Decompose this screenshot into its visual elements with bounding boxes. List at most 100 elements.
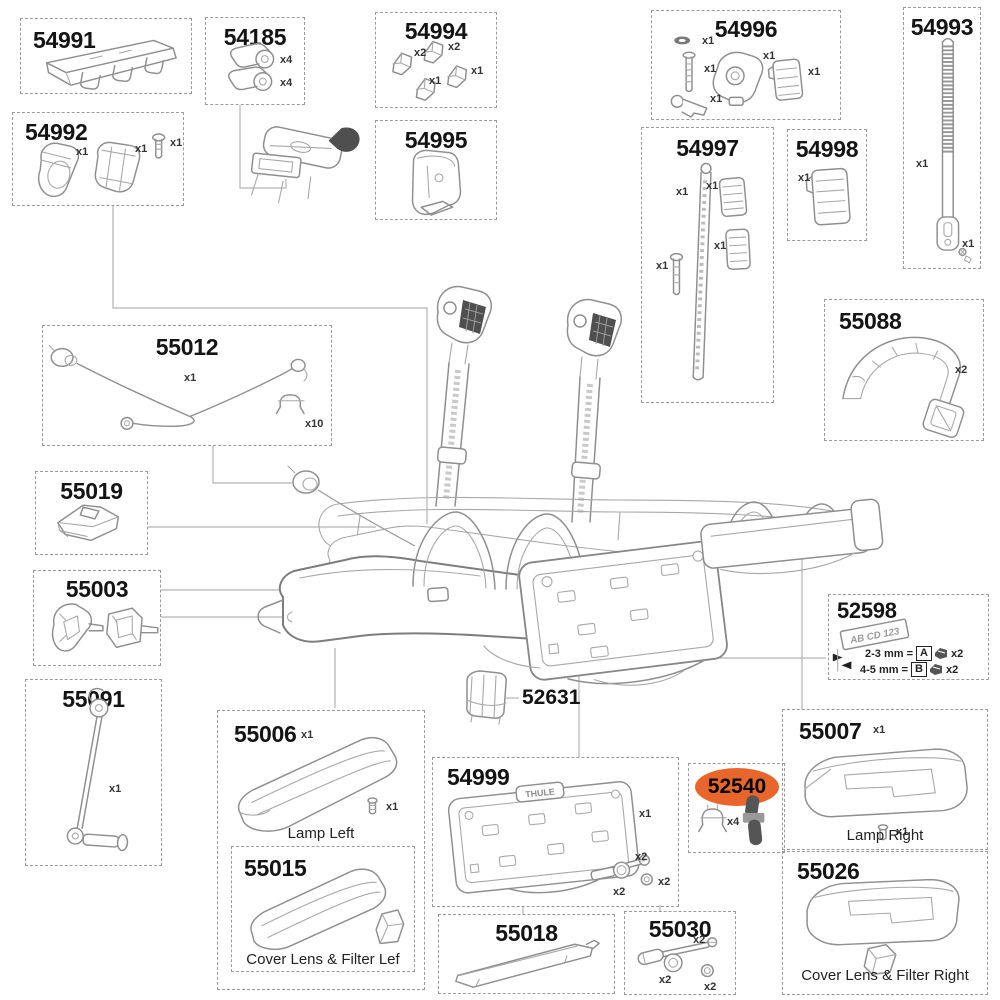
quantity-label: x1 <box>301 729 314 741</box>
quantity-label: x2 <box>613 886 626 898</box>
part-number: 55015 <box>244 855 307 881</box>
part-number: 54993 <box>910 14 974 40</box>
clip-icon <box>934 647 947 659</box>
part-caption: Lamp Right <box>846 827 924 844</box>
tensioner-kit-icon <box>669 162 751 381</box>
part-box-54996[interactable]: 54996 x1 x1 x1 x1 x1 <box>651 10 841 120</box>
part-box-55091[interactable]: 55091 x1 <box>25 679 162 866</box>
quantity-label: x1 <box>76 146 89 158</box>
quantity-label: x10 <box>305 418 324 430</box>
quantity-label: x1 <box>429 75 442 87</box>
thickness-label: 4-5 mm = <box>860 663 908 676</box>
quantity-label: x1 <box>916 158 929 170</box>
cable-kit-icon <box>48 345 308 431</box>
bolt-icon <box>590 861 631 881</box>
part-box-54185[interactable]: 54185 x4 x4 <box>205 17 305 105</box>
grill-part-icon <box>805 167 851 226</box>
quantity-label: x2 <box>414 47 427 59</box>
jaw-pad-kit-icon <box>37 133 166 198</box>
part-box-55007[interactable]: 55007 x1 x1 Lamp Right <box>782 709 988 850</box>
part-number: 54998 <box>795 136 859 162</box>
quantity-label: x1 <box>676 186 689 198</box>
part-box-55088[interactable]: 55088 x2 <box>824 299 984 441</box>
filter-part-icon <box>375 909 405 945</box>
lock-knob-kit-icon <box>670 36 804 118</box>
part-number: 55026 <box>797 858 860 884</box>
strap-part-icon <box>936 37 972 264</box>
quantity-label: x1 <box>714 240 727 252</box>
arch-handle-icon <box>842 336 965 438</box>
plate-frame-icon: THULE <box>447 781 653 894</box>
part-number: 55006 <box>234 721 297 747</box>
quantity-label: x1 <box>873 724 886 736</box>
washer-icon <box>700 963 714 978</box>
part-number: 54991 <box>33 27 96 53</box>
thickness-label: 2-3 mm = <box>865 647 913 660</box>
quantity-label: x4 <box>280 77 293 89</box>
part-box-55026[interactable]: 55026 Cover Lens & Filter Right <box>782 851 988 995</box>
plate-thickness-row: 2-3 mm = A x2 <box>865 646 963 661</box>
part-box-54999[interactable]: 54999 THULE <box>432 757 679 907</box>
quantity-label: x1 <box>386 801 399 813</box>
quantity-label: x1 <box>808 66 821 78</box>
rail-part-icon <box>45 39 177 90</box>
quantity-label: x2 <box>950 647 964 660</box>
highlight-badge: 52540 <box>695 768 779 806</box>
part-box-52540[interactable]: 52540 x4 <box>688 763 785 853</box>
part-box-52598[interactable]: 52598 AB CD 123 2-3 mm = A x2 4-5 mm = B… <box>828 594 989 680</box>
thickness-arrow-icon <box>841 661 852 670</box>
basket-part-icon <box>466 670 507 725</box>
washer-icon <box>640 873 653 886</box>
part-box-54997[interactable]: 54997 x1 x1 x1 x1 <box>641 127 774 403</box>
quantity-label: x1 <box>170 137 183 149</box>
part-box-55003[interactable]: 55003 <box>33 570 161 666</box>
quantity-label: x1 <box>184 372 197 384</box>
part-number: 55018 <box>495 920 558 946</box>
quantity-label: x4 <box>727 816 740 828</box>
part-box-54998[interactable]: 54998 x1 <box>787 129 867 241</box>
quantity-label: x1 <box>471 65 484 77</box>
part-box-54995[interactable]: 54995 <box>375 120 497 220</box>
part-box-54993[interactable]: 54993 x1 x1 <box>903 7 981 269</box>
part-box-55006[interactable]: 55006 x1 x1 Lamp Left 55015 <box>217 710 425 990</box>
part-number-52631[interactable]: 52631 <box>522 686 581 709</box>
quantity-label: x1 <box>798 172 811 184</box>
part-number: 55030 <box>648 916 712 942</box>
quantity-label: x1 <box>135 143 148 155</box>
quantity-label: x2 <box>448 41 461 53</box>
quantity-label: x2 <box>658 876 671 888</box>
part-box-55015[interactable]: 55015 Cover Lens & Filter Lef <box>231 846 415 972</box>
clip-parts-icon <box>392 40 468 101</box>
part-box-55012[interactable]: 55012 x1 x10 <box>42 325 332 446</box>
part-number: 54996 <box>714 16 778 42</box>
quantity-label: x1 <box>710 93 723 105</box>
part-number: 55012 <box>155 334 219 360</box>
quantity-label: x2 <box>704 981 717 993</box>
quantity-label: x1 <box>763 50 776 62</box>
quantity-label: x1 <box>962 238 975 250</box>
quantity-label: x1 <box>702 35 715 47</box>
license-plate-holder-icon <box>518 540 728 686</box>
thickness-code: A <box>916 646 932 661</box>
part-box-54992[interactable]: 54992 x1 x1 x1 <box>12 112 184 206</box>
quantity-label: x2 <box>635 851 648 863</box>
quantity-label: x1 <box>656 260 669 272</box>
bike-arm-right-icon <box>566 298 622 523</box>
quantity-label: x1 <box>109 783 122 795</box>
part-number: 55019 <box>60 478 123 504</box>
housing-part-icon <box>411 149 462 216</box>
quantity-label: x4 <box>280 54 293 66</box>
quantity-label: x1 <box>639 808 652 820</box>
part-box-54991[interactable]: 54991 <box>20 18 192 94</box>
quantity-label: x1 <box>706 180 719 192</box>
part-box-55030[interactable]: 55030 x2 x2 x2 <box>624 911 736 995</box>
rail-part-icon <box>455 939 600 988</box>
part-caption: Cover Lens & Filter Lef <box>246 951 400 968</box>
part-box-55019[interactable]: 55019 <box>35 471 148 555</box>
socket-bolt-icon <box>663 953 683 973</box>
power-plug-icon <box>287 465 416 547</box>
screw-icon <box>367 797 378 815</box>
part-box-55018[interactable]: 55018 <box>438 914 615 994</box>
part-box-54994[interactable]: 54994 x2 x2 x1 x1 <box>375 12 497 108</box>
part-number: 55003 <box>65 576 129 602</box>
